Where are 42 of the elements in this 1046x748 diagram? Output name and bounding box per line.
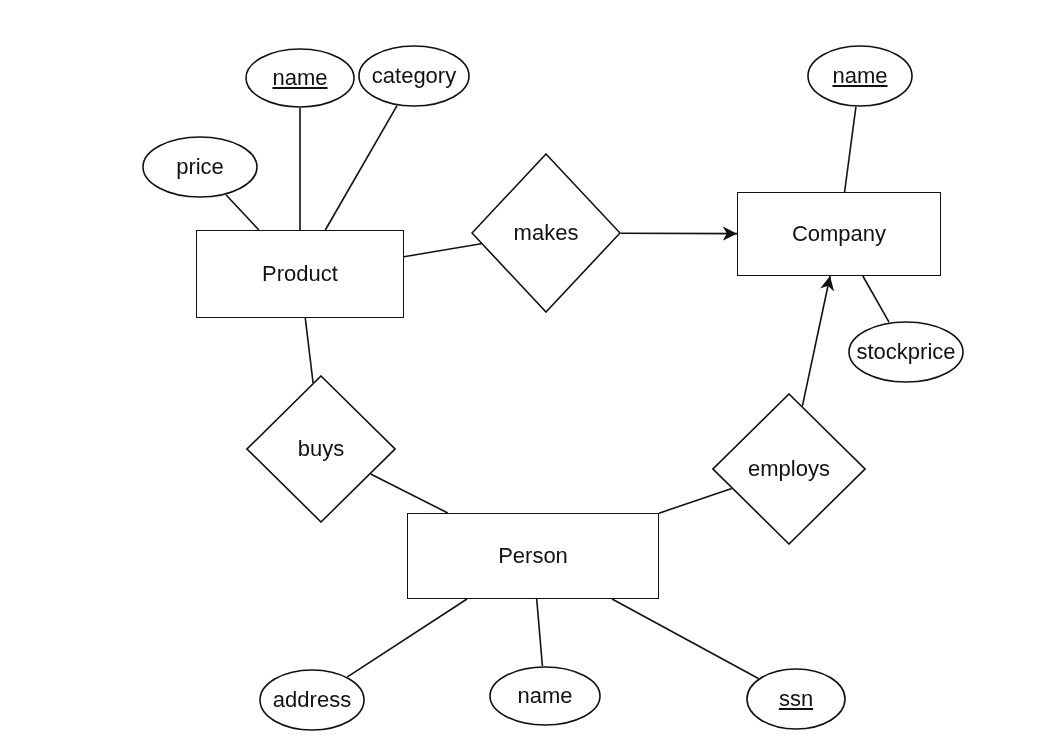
attribute-ellipse [142,136,258,198]
connector-line [369,473,449,514]
attribute-name: name [272,67,328,89]
connector-line [862,275,890,324]
relationship-diamond [712,393,866,545]
attribute-name: stockprice [856,341,956,363]
arrow [619,226,738,241]
attribute-ellipse [358,45,470,107]
connector-line [304,317,314,384]
connector-line [299,107,301,231]
relationship-name: buys [297,438,345,460]
attribute-name: ssn [778,688,814,710]
relationship-diamond [246,375,396,523]
entity-box [407,513,659,599]
attribute-ellipse [848,321,964,383]
connector-line [611,598,760,680]
entity-box [737,192,941,276]
relationship-diamond [471,153,621,313]
connector-line [324,104,398,231]
attribute-name: category [371,65,457,87]
attribute-name: name [832,65,888,87]
attribute-ellipse [489,666,601,726]
entity-name: Person [498,545,568,567]
entity-name: Company [791,223,887,245]
attribute-ellipse [259,669,365,731]
relationship-name: employs [748,458,830,480]
attribute-name: name [517,685,573,707]
entity-box [196,230,404,318]
attribute-name: price [176,156,224,178]
connector-line [225,193,260,231]
attribute-ellipse [807,45,913,107]
attribute-name: address [272,689,352,711]
attribute-ellipse [746,668,846,730]
connector-line [403,243,482,258]
connector-line [535,598,544,667]
arrow [801,275,835,407]
connector-line [658,487,733,514]
relationship-name: makes [513,222,579,244]
connector-line [843,106,857,193]
attribute-ellipse [245,48,355,108]
entity-name: Product [262,263,338,285]
connector-line [346,598,468,678]
